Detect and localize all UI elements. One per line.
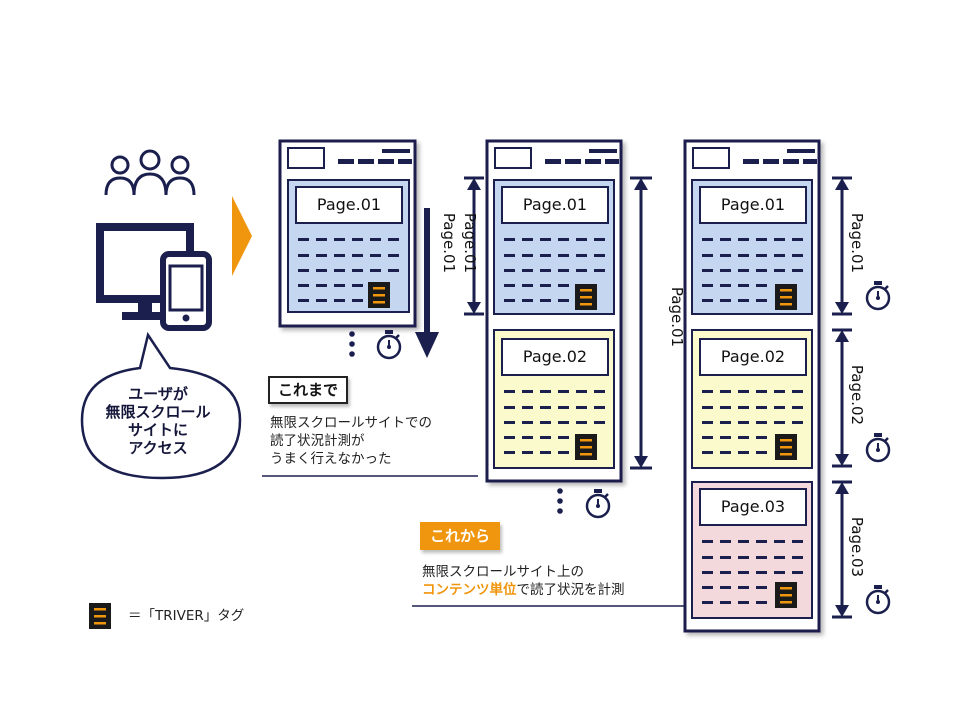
right-measure-arrow-2 bbox=[832, 328, 852, 468]
flow-arrow bbox=[232, 196, 252, 276]
after-description: 無限スクロールサイト上の コンテンツ単位で読了状況を計測 bbox=[422, 563, 625, 599]
page-title: Page.01 bbox=[720, 195, 786, 214]
stopwatch-icon bbox=[585, 487, 611, 519]
triver-tag-icon bbox=[89, 603, 111, 629]
users-icon bbox=[104, 149, 196, 196]
before-badge: これまで bbox=[268, 376, 349, 404]
right-measure-arrow-3 bbox=[832, 480, 852, 619]
page-title: Page.02 bbox=[522, 347, 588, 366]
speech-bubble-text: ユーザが 無限スクロール サイトに アクセス bbox=[92, 385, 224, 457]
before-more-dots bbox=[349, 331, 355, 357]
desc-line: 無限スクロールサイト上の bbox=[422, 564, 584, 580]
right-browser-window bbox=[683, 139, 821, 633]
legend-text: ＝「TRIVER」タグ bbox=[128, 608, 245, 624]
before-description: 無限スクロールサイトでの 読了状況計測が うまく行えなかった bbox=[270, 414, 432, 468]
bubble-line: ユーザが bbox=[128, 385, 188, 403]
bubble-line: サイトに bbox=[127, 421, 188, 439]
stopwatch-icon bbox=[865, 583, 891, 615]
middle-more-dots bbox=[557, 488, 563, 514]
scroll-label: Page.01 bbox=[440, 212, 459, 274]
measure-label: Page.03 bbox=[848, 516, 867, 578]
bubble-line: アクセス bbox=[128, 439, 188, 457]
devices-icon bbox=[96, 223, 212, 331]
middle-measure-arrow-1 bbox=[464, 176, 484, 316]
measure-label: Page.02 bbox=[848, 364, 867, 426]
after-badge: これから bbox=[420, 522, 501, 550]
bubble-line: 無限スクロール bbox=[105, 403, 211, 421]
measure-label: Page.01 bbox=[848, 212, 867, 274]
desc-text: で読了状況を計測 bbox=[516, 582, 625, 598]
page-title: Page.03 bbox=[720, 497, 786, 516]
stopwatch-icon bbox=[865, 279, 891, 311]
desc-line: うまく行えなかった bbox=[270, 451, 392, 467]
speech-bubble bbox=[80, 331, 242, 480]
middle-browser-window bbox=[485, 139, 623, 483]
desc-line: 読了状況計測が bbox=[270, 433, 365, 449]
before-browser-window bbox=[278, 139, 417, 328]
measure-label: Page.01 bbox=[461, 212, 480, 274]
before-scroll-arrow bbox=[415, 208, 439, 358]
desc-line: コンテンツ単位で読了状況を計測 bbox=[422, 581, 625, 599]
page-title: Page.01 bbox=[522, 195, 588, 214]
measure-label: Page.01 bbox=[668, 286, 687, 348]
page-title: Page.02 bbox=[720, 347, 786, 366]
highlight-text: コンテンツ単位 bbox=[422, 582, 517, 598]
right-measure-arrow-1 bbox=[832, 176, 852, 316]
middle-measure-arrow-2 bbox=[630, 176, 652, 470]
stopwatch-icon bbox=[865, 431, 891, 463]
stopwatch-icon bbox=[376, 328, 402, 360]
desc-line: 無限スクロールサイトでの bbox=[270, 415, 432, 431]
page-title: Page.01 bbox=[316, 195, 382, 214]
